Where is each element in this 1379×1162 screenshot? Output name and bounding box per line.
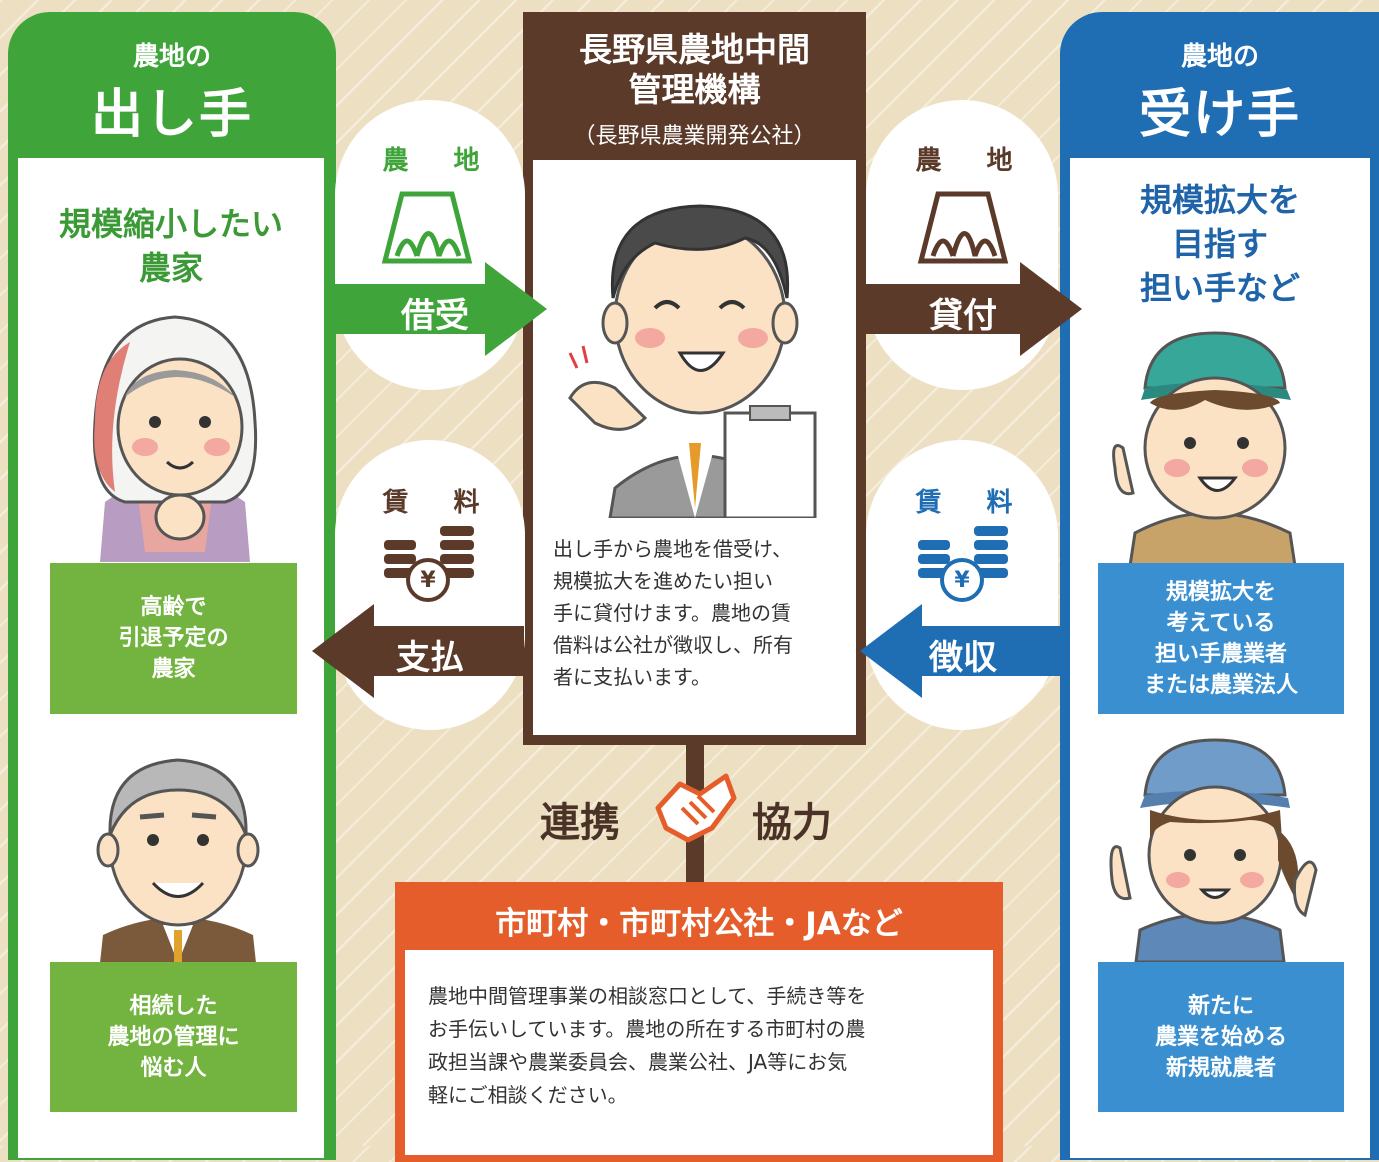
lend-arrow-icon: [866, 262, 1082, 356]
lend-label: 貸付: [929, 296, 997, 336]
receiver-lead-line: 担い手など: [1139, 269, 1300, 307]
coins-icon: [384, 526, 474, 602]
yen-mark-left: ¥: [420, 568, 436, 593]
desc-line: 手に貸付けます。農地の賃: [553, 601, 791, 625]
organization-title-line2: 管理機構: [628, 70, 761, 109]
box-line: 相続した: [129, 993, 218, 1019]
box-line: 新たに: [1187, 993, 1254, 1019]
cooperation-label: 連携: [540, 800, 620, 846]
desc-line: お手伝いしています。農地の所在する市町村の農: [428, 1017, 866, 1041]
box-line: 農地の管理に: [107, 1024, 240, 1050]
local-partners-body: [405, 950, 993, 1155]
yen-mark-right: ¥: [954, 568, 970, 593]
collect-arrow-icon: [860, 604, 1060, 698]
desc-line: 規模拡大を進めたい担い: [553, 569, 773, 593]
provider-lead-line2: 農家: [138, 249, 203, 287]
new-farmer-illustration: [1109, 738, 1318, 962]
support-label: 協力: [752, 800, 832, 846]
receiver-lead-line: 規模拡大を: [1139, 181, 1300, 219]
provider-head-big: 出し手: [90, 85, 253, 145]
pay-label: 支払: [396, 638, 464, 678]
box-line: 悩む人: [140, 1055, 207, 1081]
young-farmer-illustration: [1112, 331, 1297, 566]
handshake-icon: [655, 773, 737, 843]
farmland-icon: [381, 191, 473, 264]
organization-title-line1: 長野県農地中間: [579, 30, 810, 69]
provider-case-inherited: 相続した 農地の管理に 悩む人: [50, 962, 297, 1112]
box-line: 規模拡大を: [1165, 579, 1276, 605]
desc-line: 政担当課や農業委員会、農業公社、JA等にお気: [428, 1050, 848, 1074]
borrow-arrow-icon: [335, 262, 547, 356]
receiver-head-small: 農地の: [1180, 42, 1259, 72]
borrow-label: 借受: [401, 296, 469, 336]
organization-description: 出し手から農地を借受け、 規模拡大を進めたい担い 手に貸付けます。農地の賃 借料…: [553, 533, 853, 693]
box-line: 担い手農業者: [1154, 641, 1287, 667]
farmland-icon: [917, 191, 1009, 264]
organization-title: 長野県農地中間 管理機構: [523, 30, 866, 110]
desc-line: 借料は公社が徴収し、所有: [553, 633, 793, 657]
box-line: 考えている: [1166, 610, 1276, 636]
organization-subtitle: （長野県農業開発公社）: [573, 124, 816, 149]
box-line: 引退予定の: [118, 626, 229, 651]
box-line: 新規就農者: [1165, 1055, 1276, 1081]
provider-lead-line1: 規模縮小したい: [58, 205, 283, 243]
local-partners-title: 市町村・市町村公社・JAなど: [495, 906, 903, 942]
pay-arrow-icon: [312, 604, 524, 698]
provider-lead: 規模縮小したい 農家: [18, 202, 324, 290]
rent-label-right: 賃 料: [915, 488, 1031, 518]
provider-case-elderly: 高齢で 引退予定の 農家: [50, 563, 297, 714]
desc-line: 出し手から農地を借受け、: [553, 537, 792, 561]
box-line: 農家: [151, 657, 196, 682]
coins-icon: [918, 526, 1008, 602]
desc-line: 者に支払います。: [553, 665, 711, 689]
rent-label-left: 賃 料: [382, 488, 498, 518]
provider-head-small: 農地の: [132, 42, 211, 72]
box-line: 農業を始める: [1154, 1024, 1287, 1050]
box-line: 高齢で: [140, 595, 207, 620]
local-partners-description: 農地中間管理事業の相談窓口として、手続き等を お手伝いしています。農地の所在する…: [428, 980, 988, 1112]
desc-line: 農地中間管理事業の相談窓口として、手続き等を: [428, 984, 867, 1008]
elderly-woman-illustration: [92, 315, 258, 562]
receiver-head-big: 受け手: [1138, 85, 1301, 145]
box-line: または農業法人: [1143, 672, 1298, 698]
receiver-lead-line: 目指す: [1171, 225, 1268, 263]
land-label-right: 農 地: [915, 146, 1031, 176]
elderly-man-illustration: [96, 758, 260, 963]
receiver-lead: 規模拡大を 目指す 担い手など: [1070, 178, 1370, 310]
land-label-left: 農 地: [382, 146, 498, 176]
receiver-case-newcomer: 新たに 農業を始める 新規就農者: [1098, 962, 1344, 1112]
receiver-case-expand: 規模拡大を 考えている 担い手農業者 または農業法人: [1098, 563, 1344, 714]
desc-line: 軽にご相談ください。: [428, 1083, 628, 1107]
collect-label: 徴収: [929, 638, 997, 678]
staff-illustration: [568, 204, 817, 518]
